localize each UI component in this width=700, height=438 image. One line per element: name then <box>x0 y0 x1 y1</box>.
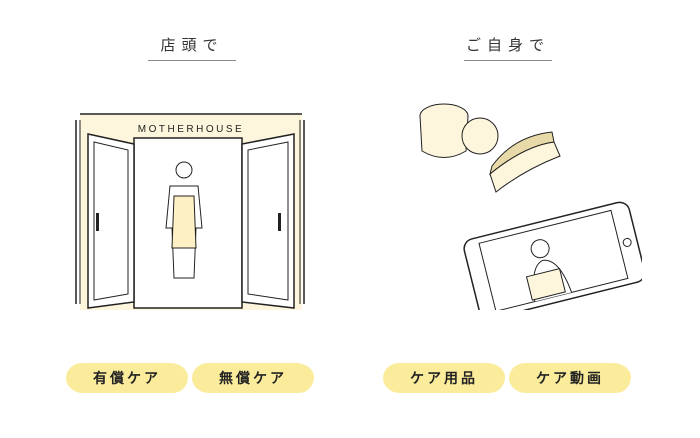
heading-in-store: 店頭で <box>142 34 242 61</box>
care-products-illustration <box>419 103 561 193</box>
smartphone-video-illustration <box>463 201 642 310</box>
care-videos-button[interactable]: ケア動画 <box>509 363 631 393</box>
paid-care-button[interactable]: 有償ケア <box>66 363 188 393</box>
free-care-button[interactable]: 無償ケア <box>192 363 314 393</box>
store-logo-text: MOTHERHOUSE <box>138 124 244 135</box>
store-illustration: MOTHERHOUSE <box>75 113 305 310</box>
care-products-button[interactable]: ケア用品 <box>383 363 505 393</box>
heading-self-care: ご自身で <box>458 34 558 61</box>
